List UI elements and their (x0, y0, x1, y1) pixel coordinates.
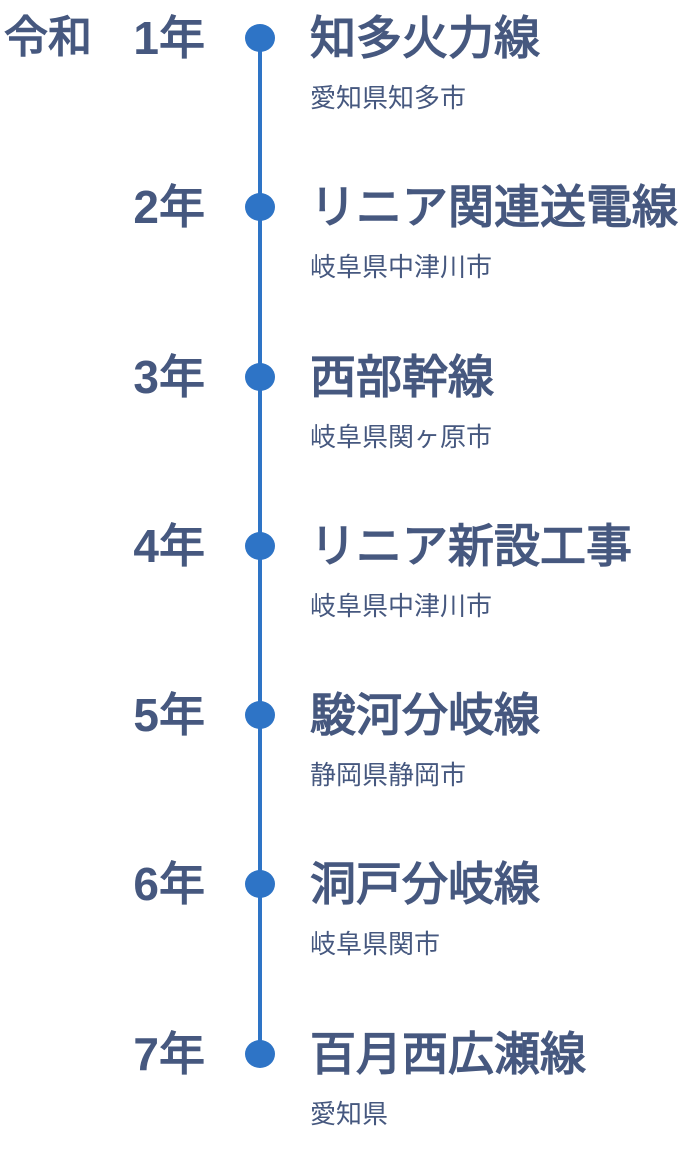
entry-content: 西部幹線 岐阜県関ヶ原市 (310, 350, 700, 452)
project-location: 岐阜県関ヶ原市 (310, 421, 493, 452)
project-title: 百月西広瀬線 (310, 1027, 586, 1080)
project-location: 愛知県知多市 (310, 83, 467, 113)
project-title: リニア新設工事 (310, 519, 632, 572)
project-title: 知多火力線 (310, 12, 540, 64)
entry-content: リニア関連送電線 岐阜県中津川市 (310, 180, 700, 282)
timeline-dot (245, 193, 275, 222)
entry-content: 駿河分岐線 静岡県静岡市 (310, 688, 700, 790)
timeline-dot (245, 870, 275, 899)
entry-content: 百月西広瀬線 愛知県 (310, 1027, 700, 1129)
timeline-dot (245, 362, 275, 391)
timeline-dot (245, 1039, 275, 1068)
entry-content: リニア新設工事 岐阜県中津川市 (310, 519, 700, 621)
entry-content: 知多火力線 愛知県知多市 (310, 11, 700, 113)
project-title: 西部幹線 (310, 350, 494, 403)
project-title: リニア関連送電線 (310, 181, 678, 234)
timeline-dot (245, 24, 275, 52)
year-label: 3年 (133, 350, 205, 403)
timeline-dot (245, 531, 275, 560)
year-label: 4年 (133, 519, 205, 572)
timeline-dot (245, 701, 275, 729)
year-label: 7年 (133, 1027, 205, 1080)
project-title: 駿河分岐線 (310, 689, 540, 741)
year-label: 5年 (133, 689, 205, 741)
project-location: 岐阜県中津川市 (310, 252, 493, 283)
year-label: 2年 (133, 181, 205, 234)
project-title: 洞戸分岐線 (310, 858, 540, 911)
project-location: 岐阜県関市 (310, 929, 441, 960)
project-location: 静岡県静岡市 (310, 760, 467, 790)
era-label: 令和 (4, 13, 92, 62)
project-location: 愛知県 (310, 1098, 389, 1129)
entry-content: 洞戸分岐線 岐阜県関市 (310, 857, 700, 959)
project-location: 岐阜県中津川市 (310, 590, 493, 621)
year-label: 1年 (133, 12, 205, 64)
year-label: 6年 (133, 858, 205, 911)
